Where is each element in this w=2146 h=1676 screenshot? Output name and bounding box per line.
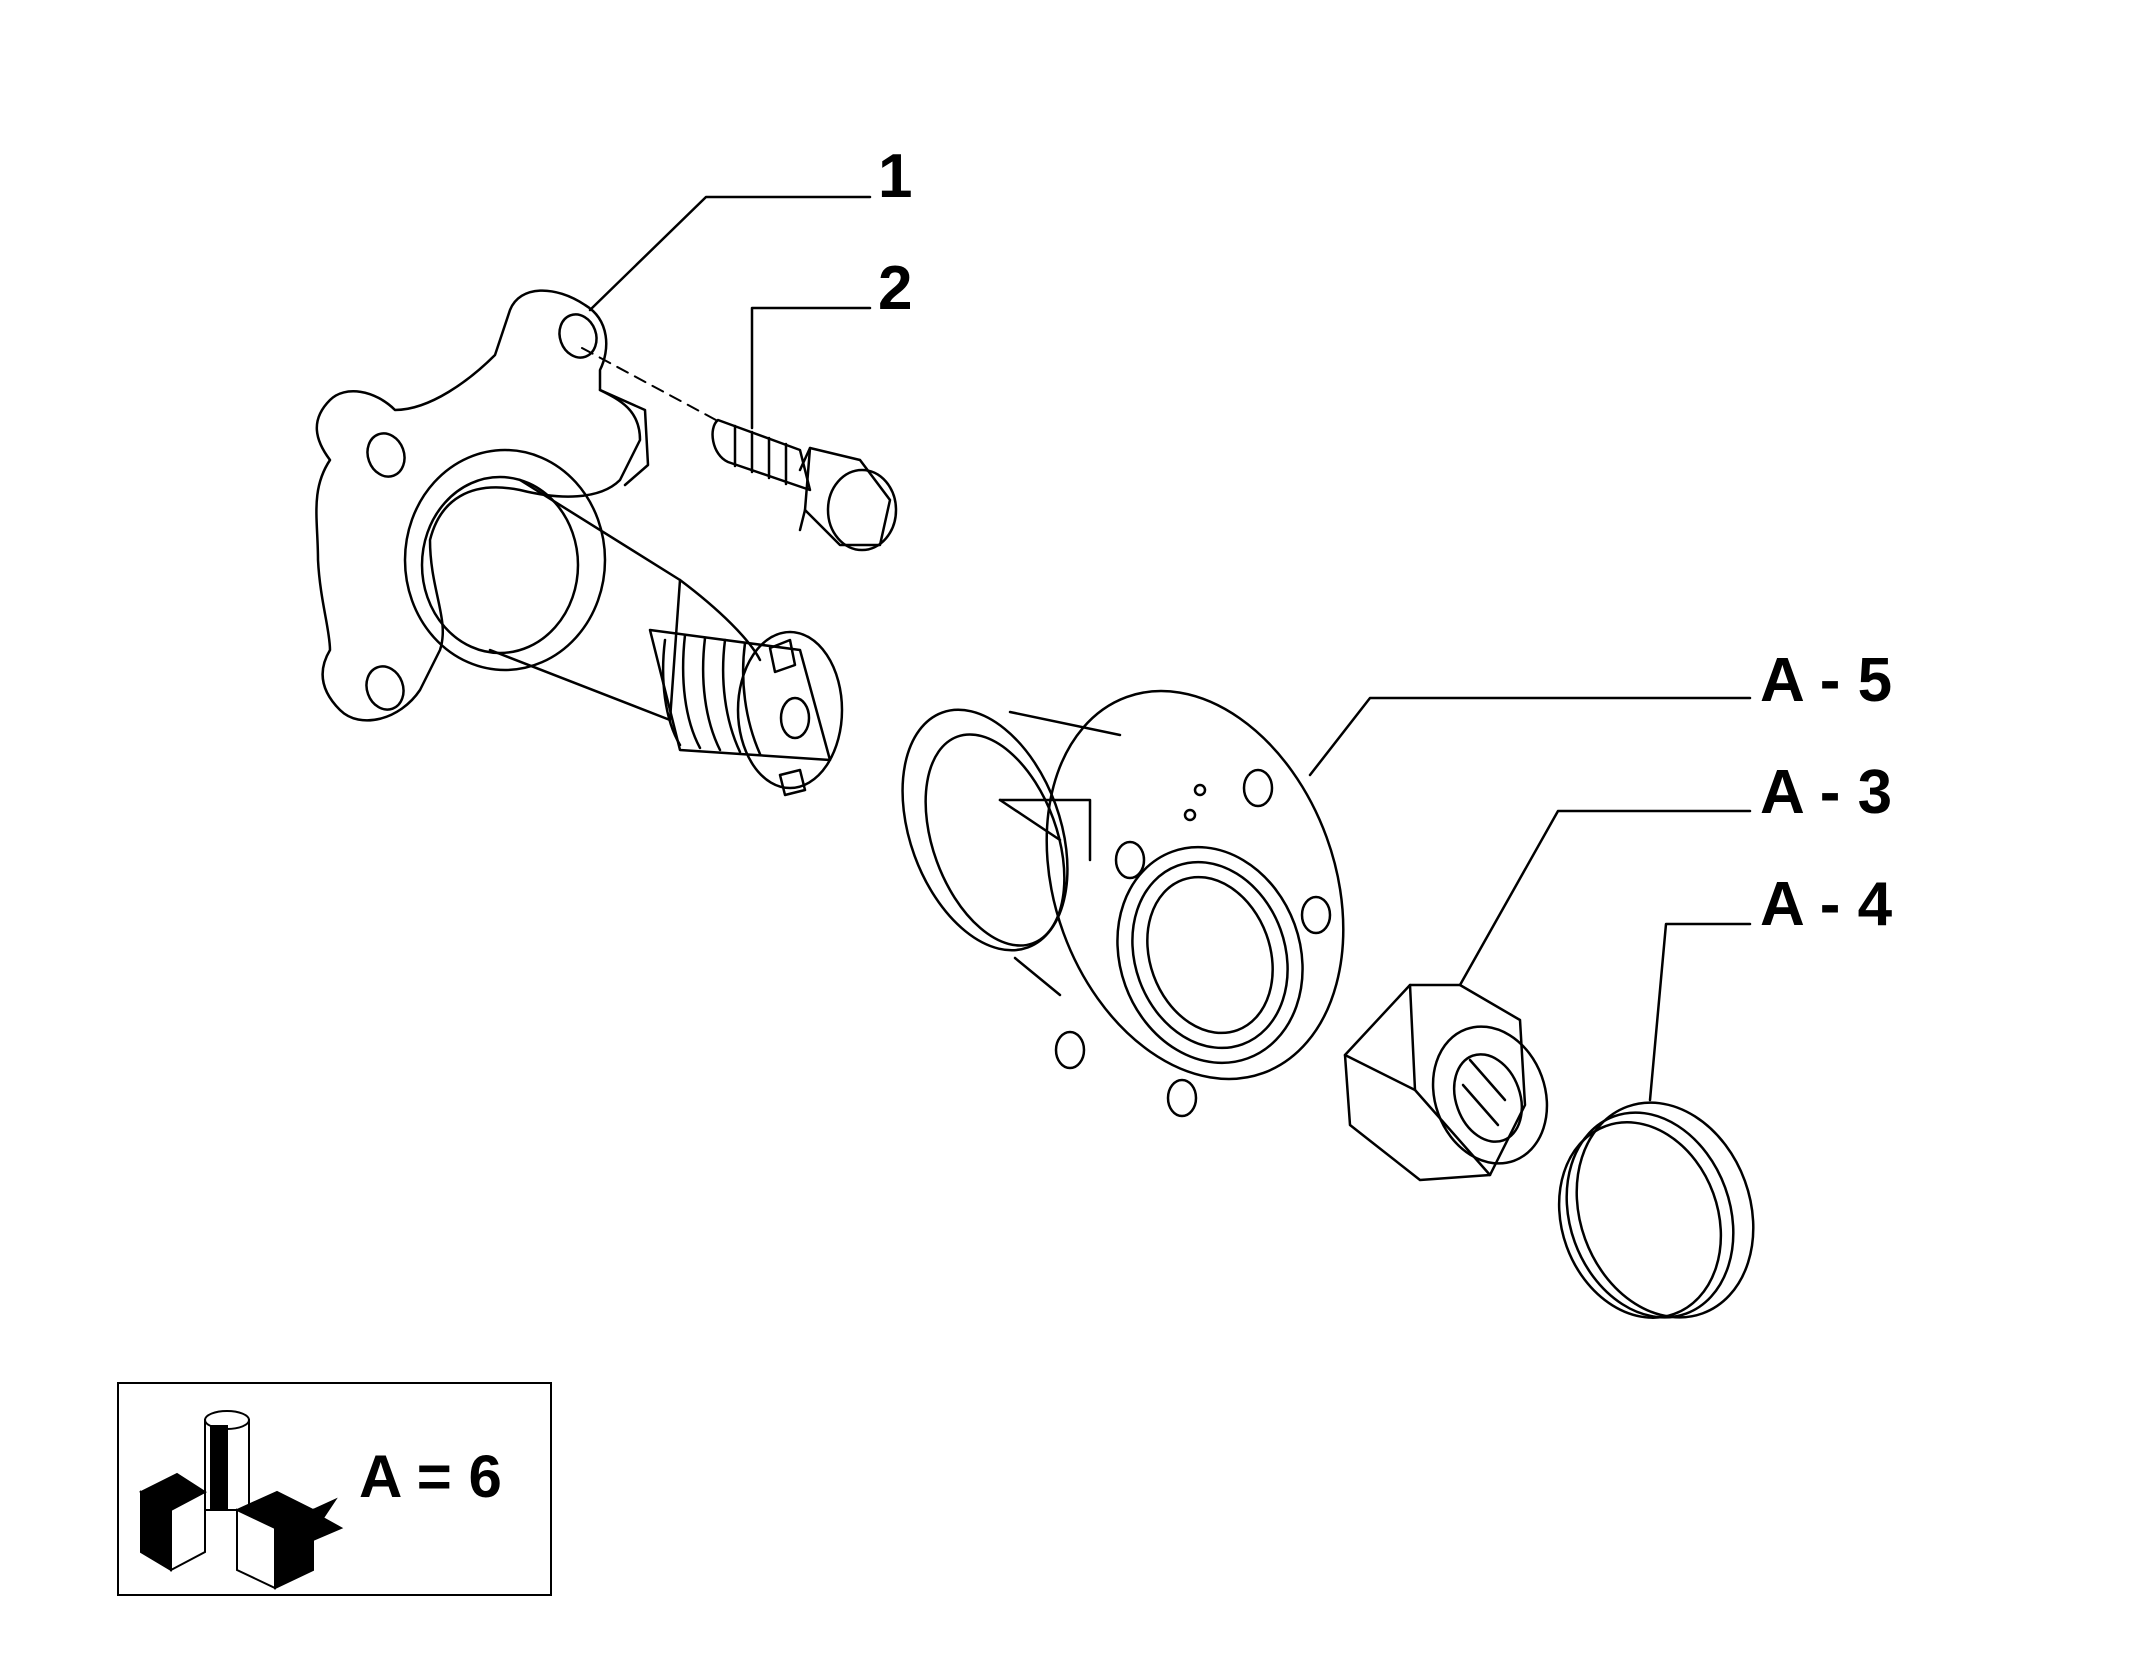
kit-legend-box: A = 6: [117, 1382, 552, 1596]
callout-1: 1: [878, 142, 913, 211]
wheel-hub-part: [901, 689, 1345, 1118]
stub-axle-part: [315, 289, 844, 797]
leader-line-a4: [1648, 922, 1752, 1102]
leader-lines: [588, 195, 1752, 1102]
flange-bolt-part: [711, 418, 898, 552]
hex-nut-part: [1343, 983, 1549, 1182]
leader-line-a3: [1458, 809, 1752, 987]
callout-a3: A - 3: [1760, 758, 1893, 827]
kit-quantity-label: A = 6: [359, 1443, 502, 1510]
leader-line-1: [588, 195, 872, 312]
callout-2: 2: [878, 254, 913, 323]
parts-kit-icon: [138, 1410, 344, 1590]
leader-line-2: [750, 306, 872, 430]
leader-line-a5: [1308, 696, 1752, 777]
callout-a4: A - 4: [1760, 870, 1893, 939]
alignment-dashed-line: [581, 347, 717, 421]
callout-a5: A - 5: [1760, 646, 1893, 715]
dust-cap-part: [1557, 1101, 1755, 1319]
